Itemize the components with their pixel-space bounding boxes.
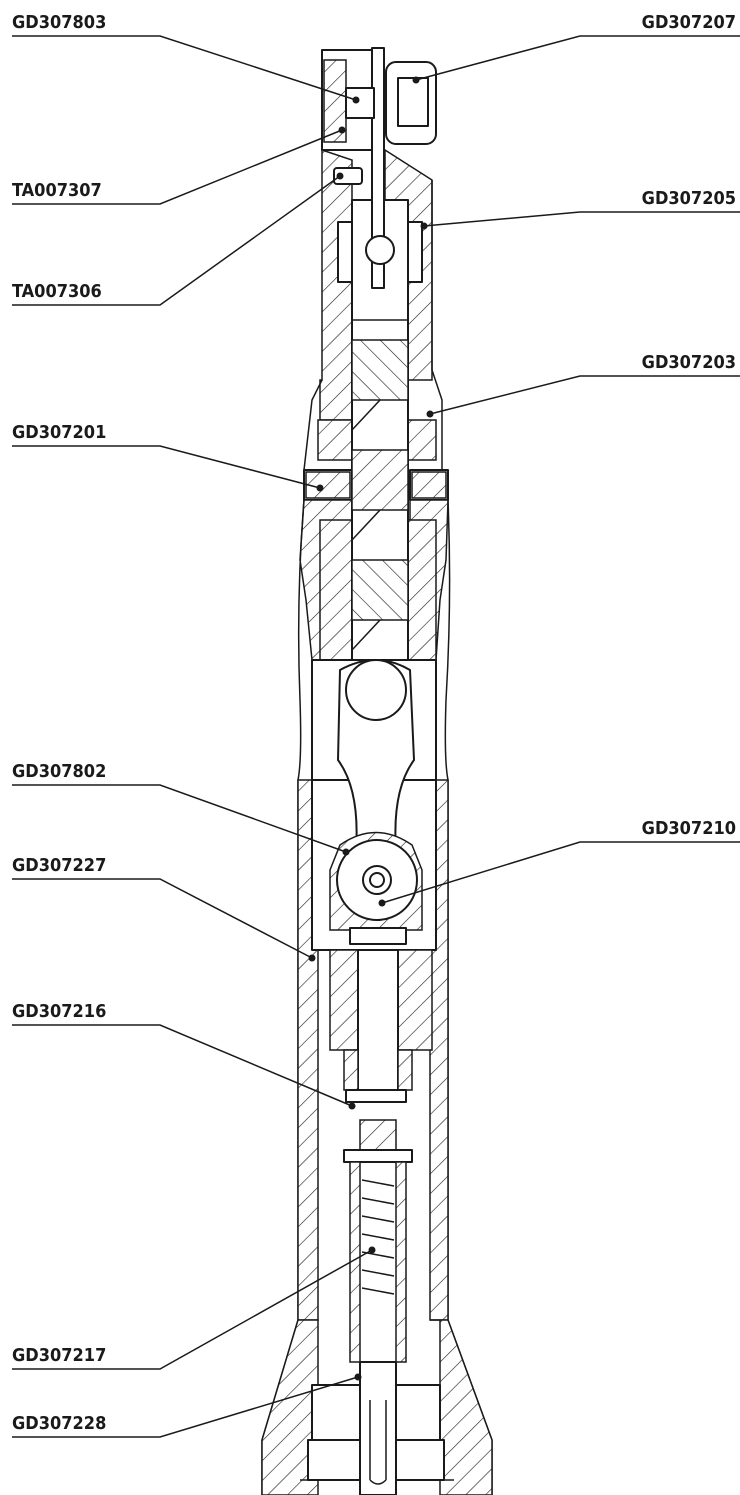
label-gd307228: GD307228 [12,1413,106,1434]
label-gd307207: GD307207 [642,12,736,33]
label-gd307803: GD307803 [12,12,106,33]
label-gd307201: GD307201 [12,422,106,443]
lower-plunger [329,949,433,1495]
connecting-rod [311,659,437,951]
label-ta007306: TA007306 [12,281,102,302]
label-gd307216: GD307216 [12,1001,106,1022]
label-ta007307: TA007307 [12,180,102,201]
blade-top [333,47,437,289]
leader-lines [12,35,740,1438]
label-gd307217: GD307217 [12,1345,106,1366]
label-gd307227: GD307227 [12,855,106,876]
label-gd307205: GD307205 [642,188,736,209]
label-gd307210: GD307210 [642,818,736,839]
spiral-shaft [351,199,409,661]
label-gd307203: GD307203 [642,352,736,373]
label-gd307802: GD307802 [12,761,106,782]
